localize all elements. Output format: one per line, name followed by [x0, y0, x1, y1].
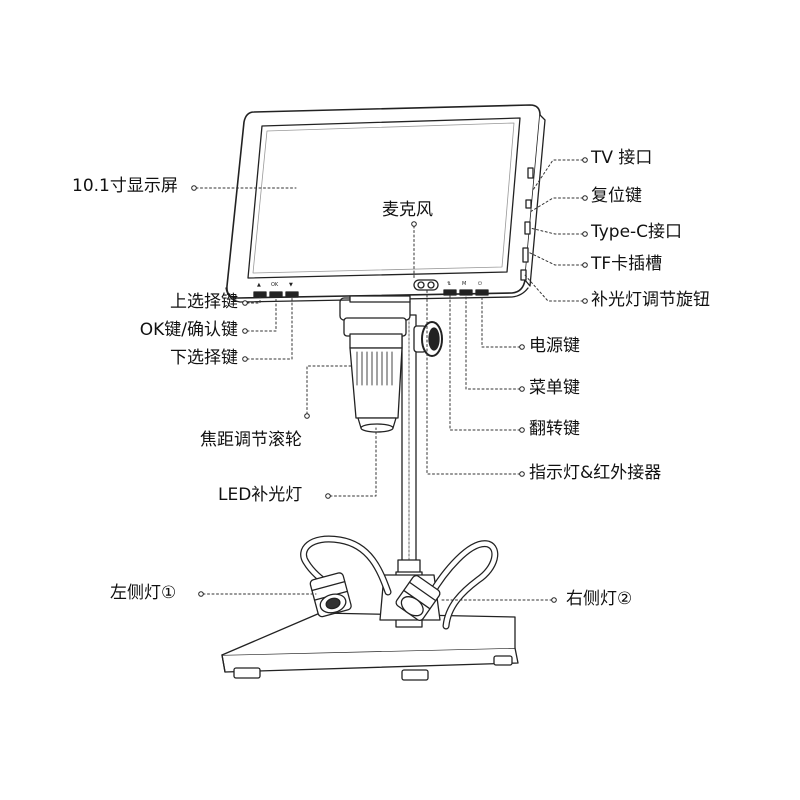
- base-plate: [221, 612, 519, 681]
- up-symbol: ▲: [257, 282, 261, 288]
- label-led-light: LED补光灯: [218, 485, 303, 505]
- ok-symbol: OK: [271, 282, 279, 288]
- label-indicator-ir: 指示灯&红外接器: [529, 463, 662, 483]
- camera-body: [339, 297, 443, 433]
- label-power-key: 电源键: [529, 336, 580, 356]
- label-microphone: 麦克风: [382, 200, 433, 220]
- label-typec-port: Type-C接口: [591, 222, 683, 242]
- label-reset-key: 复位键: [591, 186, 642, 206]
- label-focus-wheel: 焦距调节滚轮: [200, 430, 302, 450]
- leader-dots: [191, 157, 588, 603]
- monitor: [225, 104, 546, 303]
- label-right-light: 右侧灯②: [566, 589, 633, 609]
- label-ok-key: OK键/确认键: [139, 320, 238, 340]
- label-flip-key: 翻转键: [529, 419, 580, 439]
- flip-symbol: ⇅: [447, 281, 451, 287]
- label-tv-port: TV 接口: [591, 148, 653, 168]
- leader-lines: [195, 159, 584, 601]
- menu-symbol: M: [462, 281, 466, 287]
- left-gooseneck: [300, 535, 392, 618]
- label-down-key: 下选择键: [170, 348, 238, 368]
- label-menu-key: 菜单键: [529, 378, 580, 398]
- label-up-key: 上选择键: [170, 292, 238, 312]
- label-fill-light-knob: 补光灯调节旋钮: [591, 290, 710, 310]
- label-tf-slot: TF卡插槽: [591, 254, 663, 274]
- power-symbol: ⏻: [478, 281, 482, 287]
- label-screen: 10.1寸显示屏: [72, 176, 178, 196]
- label-left-light: 左侧灯①: [110, 583, 177, 603]
- right-gooseneck: [395, 540, 499, 630]
- down-symbol: ▼: [289, 282, 293, 288]
